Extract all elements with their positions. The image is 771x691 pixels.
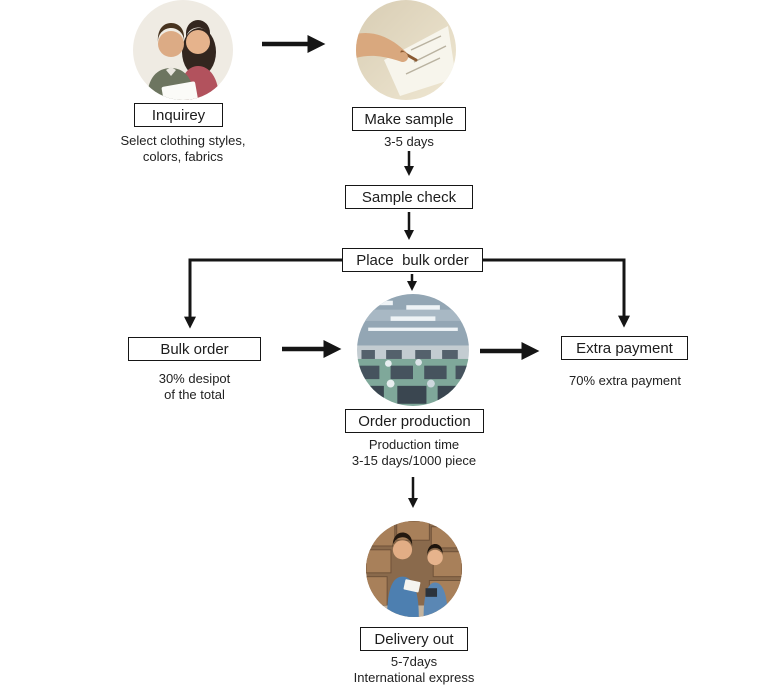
delivery-out-box: Delivery out [360, 627, 468, 651]
place-bulk-order-box: Place bulk order [342, 248, 483, 272]
hands-sketching-illustration [356, 0, 456, 100]
inquiry-description: Select clothing styles, colors, fabrics [103, 133, 263, 166]
make-sample-description: 3-5 days [352, 134, 466, 150]
make-sample-box: Make sample [352, 107, 466, 131]
delivery-description-line2: International express [353, 670, 475, 686]
garment-factory-illustration [357, 294, 469, 406]
extra-payment-description: 70% extra payment [545, 373, 705, 389]
inquiry-photo [133, 0, 233, 100]
bulk-order-description-line1: 30% desipot [158, 371, 231, 386]
sample-check-box: Sample check [345, 185, 473, 209]
make-sample-days: 3-5 days [384, 134, 434, 149]
bulk-order-description: 30% desipot of the total [128, 371, 261, 404]
order-production-description: Production time 3-15 days/1000 piece [334, 437, 494, 470]
inquiry-description-line2: colors, fabrics [142, 149, 224, 165]
production-time-line2: 3-15 days/1000 piece [351, 453, 477, 469]
connector-left-branch [184, 258, 342, 329]
inquiry-description-line1: Select clothing styles, [120, 133, 246, 148]
production-photo [357, 294, 469, 406]
extra-payment-box: Extra payment [561, 336, 688, 360]
bulk-order-box: Bulk order [128, 337, 261, 361]
two-people-consultation-illustration [133, 0, 233, 100]
bulk-order-description-line2: of the total [164, 387, 225, 403]
extra-payment-description-line1: 70% extra payment [568, 373, 681, 388]
delivery-description-line1: 5-7days [390, 654, 438, 669]
inquiry-box: Inquirey [134, 103, 223, 127]
production-time-line1: Production time [368, 437, 460, 452]
connector-right-branch [483, 258, 630, 328]
delivery-photo [366, 521, 462, 617]
make-sample-photo [356, 0, 456, 100]
delivery-description: 5-7days International express [334, 654, 494, 687]
order-production-box: Order production [345, 409, 484, 433]
warehouse-delivery-illustration [366, 521, 462, 617]
